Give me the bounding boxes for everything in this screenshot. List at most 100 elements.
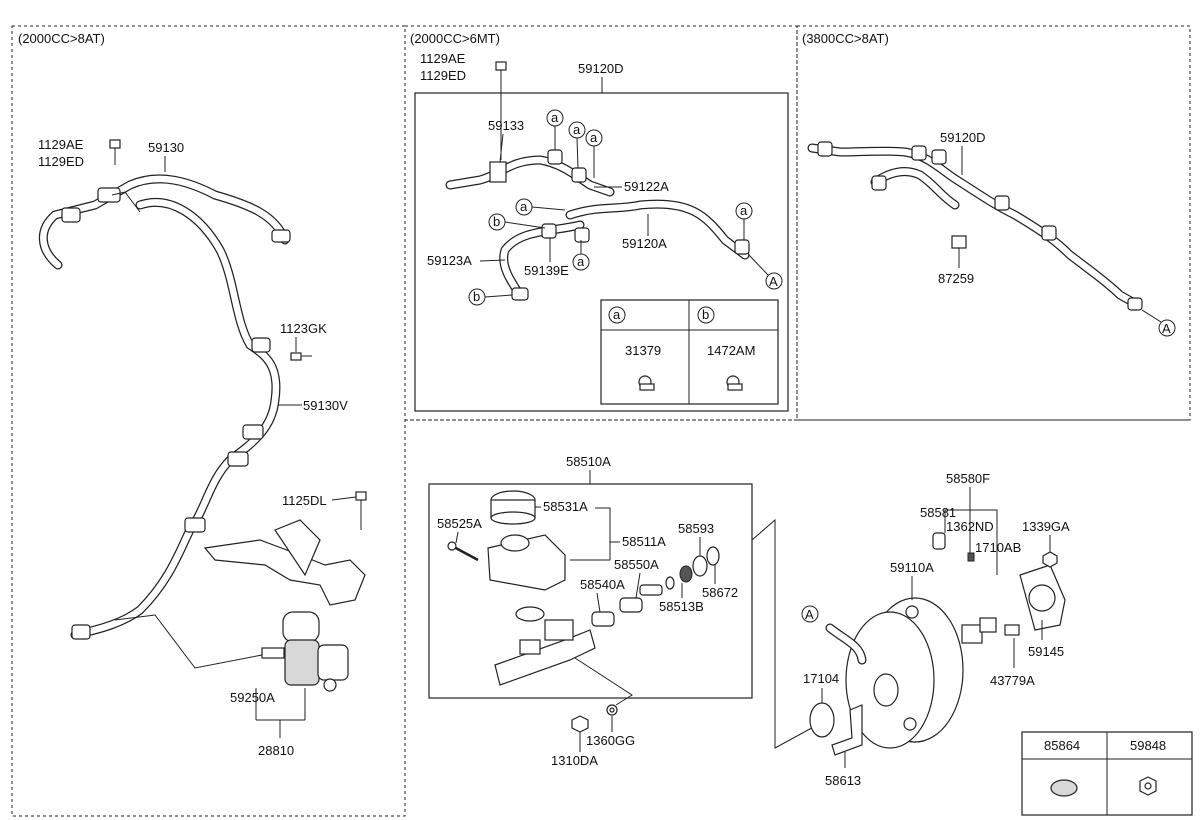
label-28810: 28810 xyxy=(258,743,294,758)
callout-a-upper: A xyxy=(801,605,819,623)
callout-a-upper: A xyxy=(748,254,783,290)
nut-icon xyxy=(1139,776,1157,796)
callout-b: b xyxy=(468,288,513,306)
callout-a-upper: A xyxy=(1141,309,1176,337)
label-1129ae-mt: 1129AE xyxy=(420,51,466,66)
master-cylinder-icon xyxy=(494,606,596,686)
nut-1339ga-icon xyxy=(1042,551,1058,568)
label-58613: 58613 xyxy=(825,773,861,788)
bolt-1125dl-icon xyxy=(355,491,367,530)
seal-17104-icon xyxy=(809,702,835,738)
bolt-icon xyxy=(495,61,507,160)
label-1123gk: 1123GK xyxy=(280,321,327,336)
vacuum-hose-59130 xyxy=(38,174,291,640)
svg-text:A: A xyxy=(1162,321,1171,336)
label-1125dl: 1125DL xyxy=(282,493,327,508)
reservoir-icon xyxy=(487,534,566,591)
label-58672: 58672 xyxy=(702,585,738,600)
frame-2000cc-8at xyxy=(11,25,406,817)
legend-parts-table: 85864 59848 xyxy=(1021,731,1193,816)
callout-a: a xyxy=(546,109,564,150)
svg-text:a: a xyxy=(577,254,585,269)
callout-a: a xyxy=(568,121,586,169)
label-59120d: 59120D xyxy=(578,61,624,76)
callout-a: a xyxy=(515,198,566,216)
pin-58581-icon xyxy=(932,532,946,550)
label-1710ab: 1710AB xyxy=(975,540,1021,555)
callout-b: b xyxy=(488,213,546,231)
hose-end-icon xyxy=(825,623,867,665)
bracket-58613-icon xyxy=(831,704,863,756)
bolt-icon xyxy=(109,139,121,165)
callout-a: a xyxy=(735,202,753,240)
svg-text:b: b xyxy=(473,289,480,304)
label-58580f: 58580F xyxy=(946,471,990,486)
svg-text:a: a xyxy=(740,203,748,218)
label-87259: 87259 xyxy=(938,271,974,286)
callout-a: a xyxy=(572,240,590,271)
legend-part-59848: 59848 xyxy=(1130,738,1166,753)
label-58510a: 58510A xyxy=(566,454,611,469)
label-58593: 58593 xyxy=(678,521,714,536)
vacuum-hose-59120d-v6 xyxy=(807,141,1143,311)
label-59110a: 59110A xyxy=(890,560,934,575)
hose-clip-icon xyxy=(638,375,655,391)
label-59145: 59145 xyxy=(1028,644,1064,659)
clip-1362nd-icon xyxy=(967,552,975,562)
label-58513b: 58513B xyxy=(659,599,704,614)
legend-col-a: a xyxy=(613,307,621,322)
label-59122a: 59122A xyxy=(624,179,669,194)
label-59139e: 59139E xyxy=(524,263,569,278)
section-title-3800cc-8at: (3800CC>8AT) xyxy=(802,31,889,46)
vacuum-hose-59120d xyxy=(445,149,750,301)
label-17104: 17104 xyxy=(803,671,839,686)
label-58511a: 58511A xyxy=(622,534,666,549)
brake-booster-icon xyxy=(845,597,983,749)
label-1129ed: 1129ED xyxy=(38,154,84,169)
callout-a: a xyxy=(585,129,603,178)
vacuum-pump-icon xyxy=(261,611,349,692)
pin-icon xyxy=(447,541,479,562)
label-58540a: 58540A xyxy=(580,577,625,592)
nut-icon xyxy=(571,715,589,733)
hose-clip-icon xyxy=(726,375,743,391)
label-59123a: 59123A xyxy=(427,253,472,268)
legend-part-31379: 31379 xyxy=(625,343,661,358)
label-1129ae: 1129AE xyxy=(38,137,84,152)
label-1339ga: 1339GA xyxy=(1022,519,1070,534)
label-58525a: 58525A xyxy=(437,516,482,531)
label-59120a: 59120A xyxy=(622,236,667,251)
label-59250a: 59250A xyxy=(230,690,275,705)
label-1129ed-mt: 1129ED xyxy=(420,68,466,83)
label-1310da: 1310DA xyxy=(551,753,598,768)
legend-part-85864: 85864 xyxy=(1044,738,1080,753)
piston-assembly-icon xyxy=(591,546,720,627)
svg-text:a: a xyxy=(520,199,528,214)
label-58531a: 58531A xyxy=(543,499,588,514)
reservoir-cap-icon xyxy=(490,490,536,525)
label-43779a: 43779A xyxy=(990,673,1035,688)
svg-text:a: a xyxy=(590,130,598,145)
section-title-2000cc-6mt: (2000CC>6MT) xyxy=(410,31,500,46)
svg-text:A: A xyxy=(769,274,778,289)
washer-icon xyxy=(606,704,618,716)
section-title-2000cc-8at: (2000CC>8AT) xyxy=(18,31,105,46)
legend-clip-table: a b 31379 1472AM xyxy=(600,299,779,405)
label-59130: 59130 xyxy=(148,140,184,155)
plug-icon xyxy=(1050,779,1078,797)
frame-3800cc-8at xyxy=(796,25,1191,421)
bracket-icon xyxy=(203,519,366,606)
svg-text:b: b xyxy=(493,214,500,229)
label-1362nd: 1362ND xyxy=(946,519,994,534)
label-59133: 59133 xyxy=(488,118,524,133)
legend-col-b: b xyxy=(702,307,709,322)
label-58581: 58581 xyxy=(920,505,956,520)
label-1360gg: 1360GG xyxy=(586,733,635,748)
label-58550a: 58550A xyxy=(614,557,659,572)
gasket-icon xyxy=(1019,564,1066,631)
svg-text:a: a xyxy=(551,110,559,125)
svg-text:a: a xyxy=(573,122,581,137)
label-59130v: 59130V xyxy=(303,398,348,413)
screw-1123gk-icon xyxy=(290,352,312,361)
